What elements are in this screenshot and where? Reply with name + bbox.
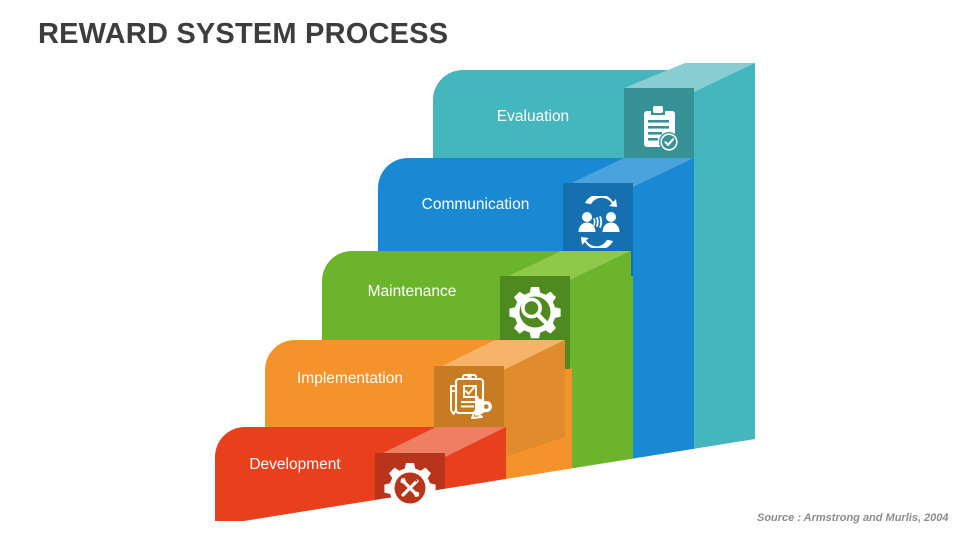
source-citation: Source : Armstrong and Murlis, 2004: [757, 512, 949, 524]
page-title: REWARD SYSTEM PROCESS: [38, 18, 449, 50]
